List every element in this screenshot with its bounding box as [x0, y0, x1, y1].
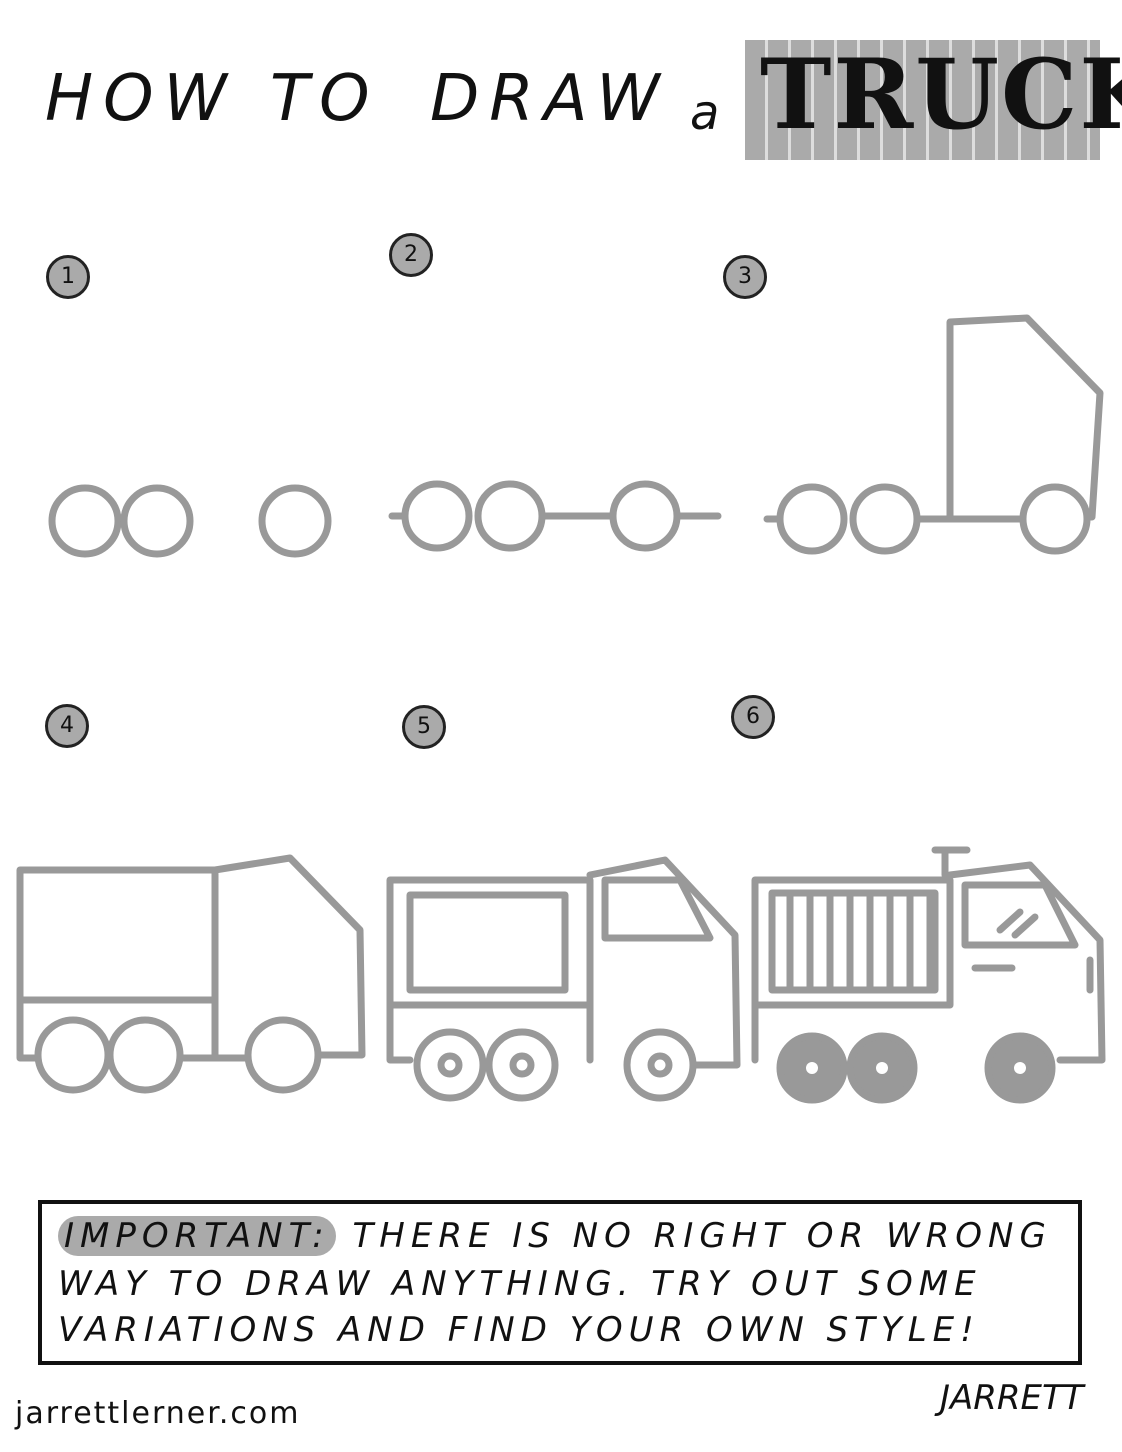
step-1-drawing [48, 484, 332, 558]
step-4-drawing [16, 854, 366, 1094]
step-5-badge: 5 [402, 705, 446, 749]
step-6-drawing [751, 846, 1106, 1104]
website-url: jarrettlerner.com [15, 1396, 301, 1431]
title-highlight-box [745, 40, 1100, 160]
step-3-drawing [763, 314, 1104, 555]
step-2-drawing [388, 480, 722, 552]
important-label: IMPORTANT: [58, 1216, 336, 1256]
step-5-drawing [386, 856, 741, 1102]
title-how: HOW [45, 62, 237, 136]
title-a: a [690, 85, 730, 141]
author-signature: JARRETT [940, 1378, 1084, 1418]
step-1-badge: 1 [46, 255, 90, 299]
note-line-1: THERE IS NO RIGHT OR WRONG [352, 1216, 1052, 1256]
step-3-badge: 3 [723, 255, 767, 299]
step-4-badge: 4 [45, 704, 89, 748]
step-6-badge: 6 [731, 695, 775, 739]
title-to: TO [270, 62, 380, 136]
note-line-2: WAY TO DRAW ANYTHING. TRY OUT SOME [58, 1264, 982, 1304]
title-truck: TRUCK [760, 38, 1122, 151]
title-draw: DRAW [430, 62, 670, 136]
note-line-3: VARIATIONS AND FIND YOUR OWN STYLE! [58, 1310, 980, 1350]
step-2-badge: 2 [389, 233, 433, 277]
important-note-box: IMPORTANT: THERE IS NO RIGHT OR WRONG WA… [38, 1200, 1082, 1365]
